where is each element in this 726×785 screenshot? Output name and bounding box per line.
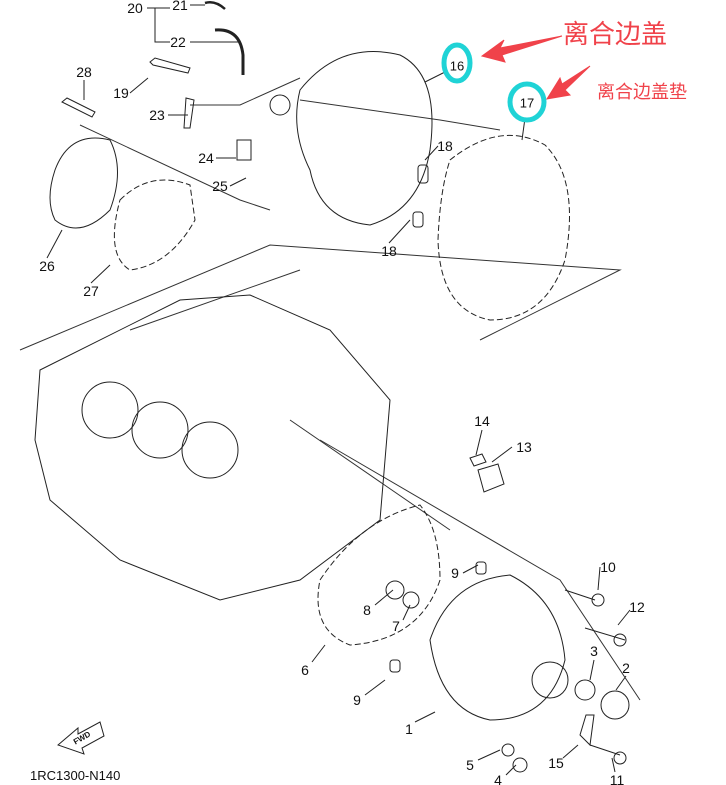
crankcase-drawing — [34, 294, 391, 601]
part-label-19: 19 — [113, 85, 129, 101]
part-label-27: 27 — [83, 283, 99, 299]
leader-lines — [46, 4, 631, 776]
part-label-28: 28 — [76, 64, 92, 80]
part-label-13: 13 — [516, 439, 532, 455]
clutch-cover-gasket-drawing — [437, 134, 570, 321]
clutch-cover-drawing — [296, 51, 433, 226]
part-label-1: 1 — [405, 721, 413, 737]
assembly-lines — [19, 77, 641, 701]
part-label-5: 5 — [466, 757, 474, 773]
annotation-clutch-cover-gasket: 离合边盖垫 — [597, 82, 687, 103]
part-label-3: 3 — [590, 643, 598, 659]
part-label-2: 2 — [622, 660, 630, 676]
fwd-arrow-icon — [57, 721, 105, 755]
arrow-to-16 — [480, 35, 563, 63]
part-label-10: 10 — [600, 559, 616, 575]
annotation-clutch-cover: 离合边盖 — [563, 20, 668, 50]
generator-cover-drawing — [49, 137, 118, 229]
part-label-7: 7 — [392, 618, 400, 634]
part-label-9b: 9 — [353, 692, 361, 708]
crankcase-gasket-drawing — [317, 504, 441, 646]
part-label-26: 26 — [39, 258, 55, 274]
part-label-6: 6 — [301, 662, 309, 678]
part-label-14: 14 — [474, 413, 490, 429]
part-label-4: 4 — [494, 772, 502, 785]
diagram-code: 1RC1300-N140 — [30, 768, 121, 783]
small-parts — [61, 1, 630, 773]
part-label-22: 22 — [170, 34, 186, 50]
highlight-16 — [441, 42, 473, 84]
part-label-25: 25 — [212, 178, 228, 194]
part-label-16: 16 — [449, 58, 465, 74]
part-label-20: 20 — [127, 0, 143, 16]
part-label-12: 12 — [629, 599, 645, 615]
right-cover-drawing — [429, 574, 566, 721]
part-label-18b: 18 — [381, 243, 397, 259]
part-label-15: 15 — [548, 755, 564, 771]
part-label-8: 8 — [363, 602, 371, 618]
generator-gasket-drawing — [113, 179, 196, 271]
part-label-18a: 18 — [437, 138, 453, 154]
arrow-to-17 — [545, 65, 591, 100]
part-label-24: 24 — [198, 150, 214, 166]
highlight-17 — [507, 81, 547, 123]
part-label-9a: 9 — [451, 565, 459, 581]
part-label-17: 17 — [519, 95, 535, 111]
part-label-23: 23 — [149, 107, 165, 123]
part-label-11: 11 — [609, 772, 625, 785]
part-label-21: 21 — [172, 0, 188, 13]
